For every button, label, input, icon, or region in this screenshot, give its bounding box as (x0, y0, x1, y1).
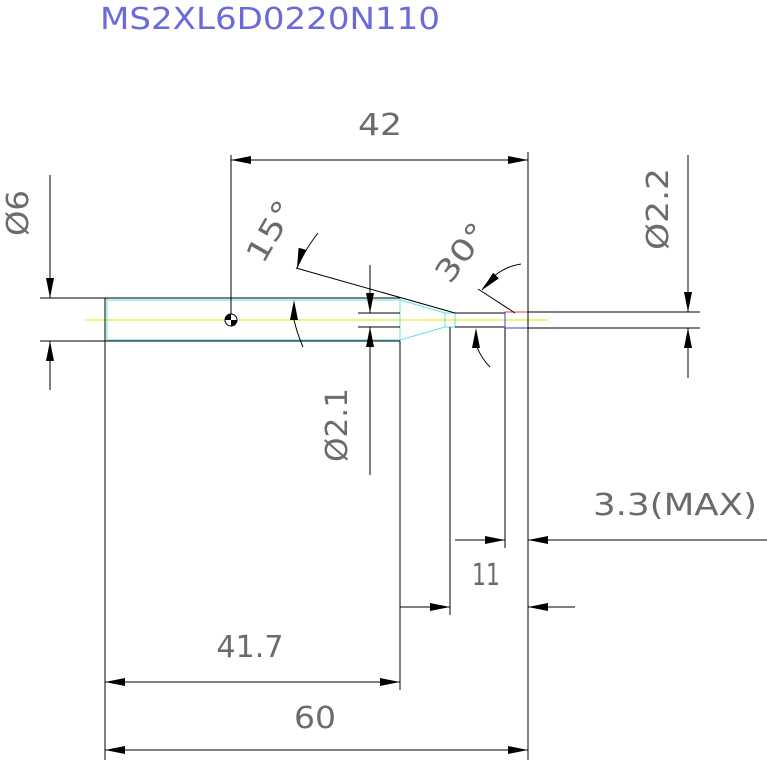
dim-label: 30° (428, 216, 496, 290)
dimension-neck-diameter: Ø2.1 (320, 265, 374, 475)
dimension-taper-angle: 15° (240, 194, 456, 348)
dimension-datum-to-end: 42 (231, 108, 528, 164)
dimension-neck-length: 11 (400, 558, 575, 611)
taper-top-edge (399, 299, 446, 314)
arrowhead-right (508, 156, 528, 164)
part-lines (40, 297, 505, 342)
dim-label: 3.3(MAX) (593, 488, 757, 523)
datum-quadrant-bottom-right (231, 320, 237, 326)
arrowhead-left (231, 156, 251, 164)
dim-label: Ø2.1 (320, 388, 355, 462)
part-number-title: MS2XL6D0220N110 (100, 2, 440, 37)
dim-label: 15° (240, 194, 303, 269)
dim-label: 11 (472, 558, 500, 593)
arrowhead-down (684, 292, 692, 312)
dim-label: Ø6 (1, 190, 36, 236)
arrowhead-upper (482, 272, 499, 290)
arrowhead-up (684, 328, 692, 348)
part-outline (106, 298, 456, 341)
arrowhead-left (105, 746, 125, 754)
arrowhead-up (366, 327, 374, 347)
arrowhead-left (528, 536, 548, 544)
arrowhead-down (366, 293, 374, 313)
dimension-overall-length: 60 (105, 701, 528, 754)
dimension-shank-diameter: Ø6 (1, 175, 54, 390)
arrowhead-lower (290, 300, 298, 320)
angle-arc-upper (481, 263, 522, 291)
dimension-shank-length: 41.7 (105, 630, 400, 686)
arrowhead-right (380, 678, 400, 686)
angle-arc-lower (293, 319, 304, 348)
arrowhead-down (46, 278, 54, 298)
dim-label: Ø2.2 (641, 168, 676, 250)
dim-label: 60 (294, 701, 336, 736)
arrowhead-left (528, 603, 548, 611)
angle-leg-line (477, 288, 516, 314)
datum-quadrant-top-left (225, 314, 231, 320)
arrowhead-lower (472, 328, 480, 348)
dimension-edge-length: 3.3(MAX) (455, 488, 767, 544)
dimension-edge-angle: 30° (428, 216, 522, 368)
datum-point-symbol (224, 313, 238, 327)
taper-bottom-edge (399, 326, 446, 341)
arrowhead-upper (297, 247, 307, 268)
dimension-edge-diameter: Ø2.2 (641, 155, 692, 378)
dim-label: 41.7 (217, 630, 284, 665)
arrowhead-right (485, 536, 505, 544)
angle-leg-line (295, 267, 456, 314)
extension-lines (104, 152, 700, 760)
angle-arc-lower (476, 346, 491, 368)
arrowhead-right (430, 603, 450, 611)
dim-label: 42 (358, 108, 402, 143)
arrowhead-right (508, 746, 528, 754)
arrowhead-left (105, 678, 125, 686)
arrowhead-up (46, 341, 54, 361)
